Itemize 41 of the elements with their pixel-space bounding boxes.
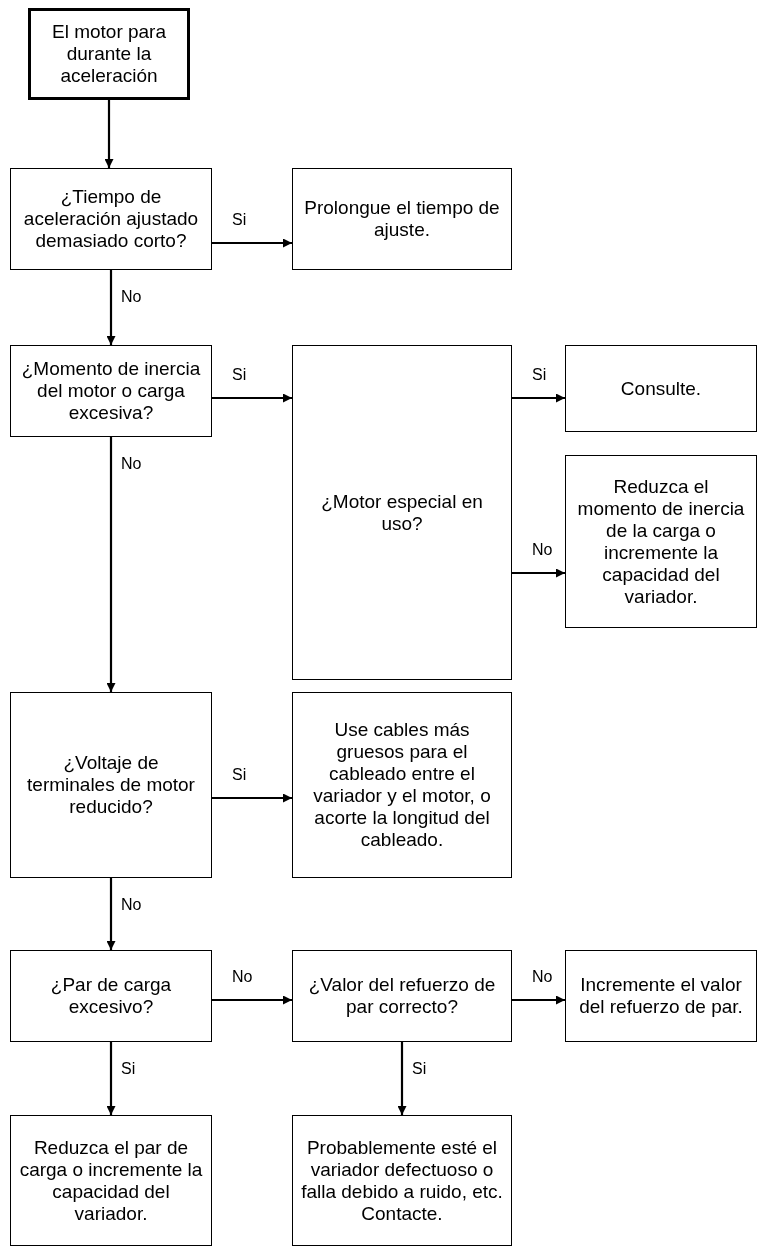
process-box bbox=[10, 345, 212, 437]
box-text: ¿Motor especial en uso? bbox=[320, 490, 484, 535]
start-box bbox=[28, 8, 190, 100]
process-box bbox=[292, 168, 512, 270]
arrow bbox=[212, 995, 292, 1005]
arrow bbox=[212, 393, 292, 403]
process-box bbox=[10, 950, 212, 1042]
box-text: ¿Tiempo de aceleración ajustado demasiado corto? bbox=[22, 186, 200, 252]
process-box bbox=[292, 345, 512, 680]
arrow bbox=[512, 995, 565, 1005]
box-text: ¿Voltaje de terminales de motor reducido? bbox=[26, 752, 196, 818]
process-box bbox=[10, 692, 212, 878]
arrow bbox=[512, 393, 565, 403]
process-box bbox=[10, 168, 212, 270]
box-text: Consulte. bbox=[620, 377, 702, 400]
arrow bbox=[212, 238, 292, 248]
process-box bbox=[565, 345, 757, 432]
box-text: Prolongue el tiempo de ajuste. bbox=[303, 197, 501, 241]
process-box bbox=[292, 692, 512, 878]
box-text: Use cables más gruesos para el cableado entre el variador y el motor, o acorte la longitud del cableado. bbox=[312, 719, 492, 851]
box-text: Incremente el valor del refuerzo de par. bbox=[578, 974, 744, 1018]
box-text: Probablemente esté el variador defectuoso o falla debido a ruido, etc. Contacte. bbox=[301, 1136, 503, 1225]
arrow bbox=[512, 568, 565, 578]
process-box bbox=[565, 950, 757, 1042]
process-box bbox=[565, 455, 757, 628]
arrow bbox=[106, 1042, 116, 1115]
arrow bbox=[106, 878, 116, 950]
arrow bbox=[397, 1042, 407, 1115]
box-text: Reduzca el momento de inercia de la carga o incremente la capacidad del variador. bbox=[576, 475, 746, 608]
box-text: ¿Par de carga excesivo? bbox=[49, 974, 173, 1018]
arrow bbox=[106, 437, 116, 692]
arrow bbox=[106, 270, 116, 345]
arrow bbox=[104, 100, 114, 168]
box-text: ¿Momento de inercia del motor o carga excesiva? bbox=[20, 358, 202, 424]
box-text: Reduzca el par de carga o incremente la capacidad del variador. bbox=[19, 1136, 203, 1225]
process-box bbox=[292, 1115, 512, 1246]
box-text: ¿Valor del refuerzo de par correcto? bbox=[307, 974, 497, 1018]
box-text: El motor para durante la aceleración bbox=[50, 21, 167, 87]
process-box bbox=[292, 950, 512, 1042]
arrow bbox=[212, 793, 292, 803]
process-box bbox=[10, 1115, 212, 1246]
